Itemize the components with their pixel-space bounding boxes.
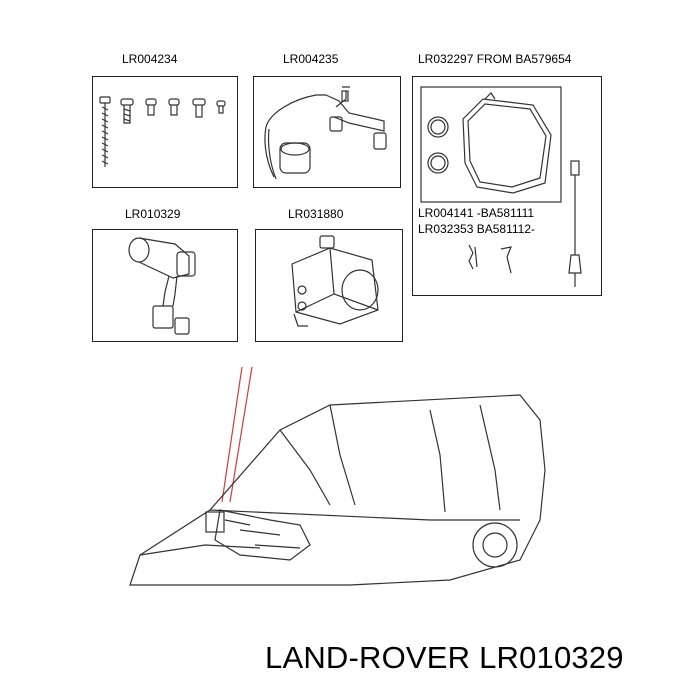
harness-bracket-illustration [264,86,387,180]
heater-unit-panel [255,229,403,342]
screws-panel [92,76,238,188]
screws-illustration [99,96,226,167]
part-label-lr010329: LR010329 [125,207,181,221]
gasket-kit-illustration [420,86,582,287]
gasket-kit-panel [412,76,602,296]
part-label-lr032297: LR032297 FROM BA579654 [418,52,572,66]
gasket-note-1: LR004141 -BA581111 [418,206,535,220]
footer-title: LAND-ROVER LR010329 [265,640,624,675]
motor-harness-illustration [128,237,196,335]
harness-bracket-panel [253,76,401,188]
gasket-note-2: LR032353 BA581112- [418,222,535,236]
callout-line [229,366,253,503]
vehicle-outline [129,394,546,586]
callout-line [221,366,243,503]
heater-unit-illustration [291,235,379,327]
motor-harness-panel [92,229,238,342]
part-label-lr031880: LR031880 [288,207,344,221]
part-label-lr004235: LR004235 [283,52,339,66]
part-label-lr004234: LR004234 [122,52,178,66]
